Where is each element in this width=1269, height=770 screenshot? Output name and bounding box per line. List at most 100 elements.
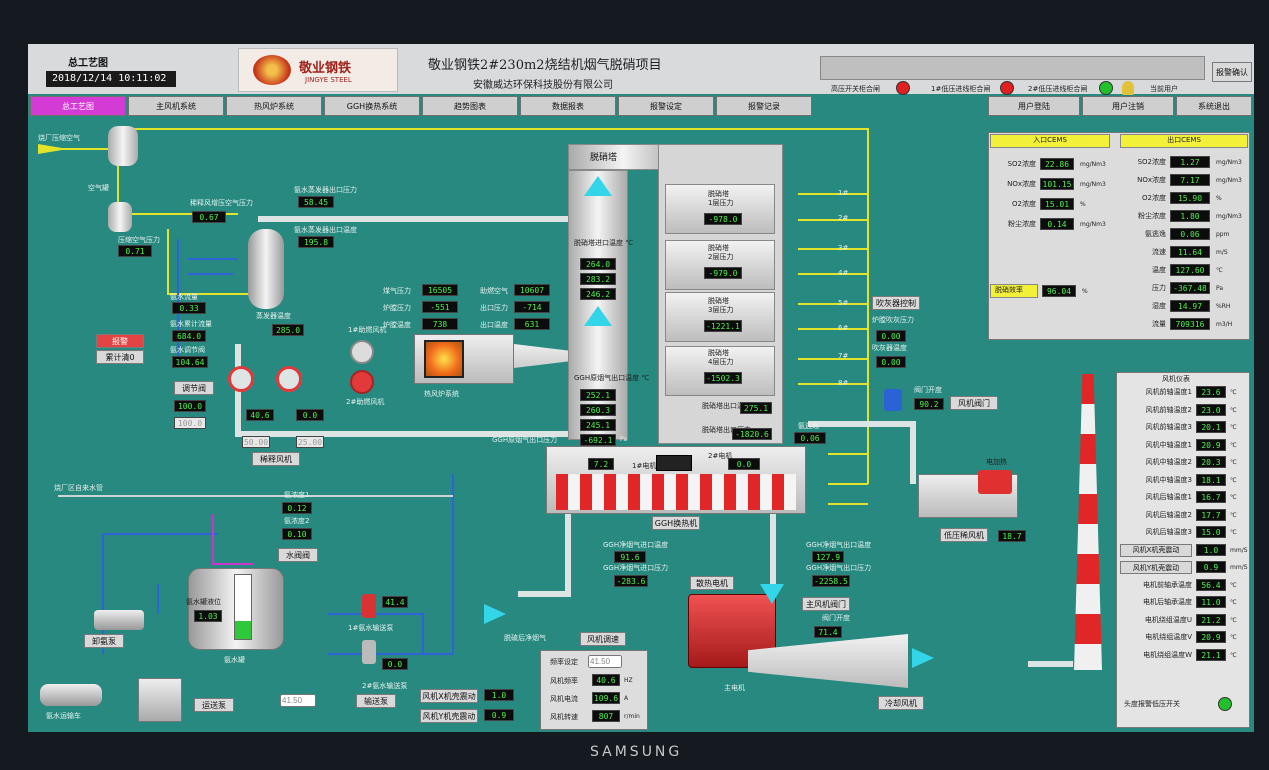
ammonia-conc-2-value: 0.10 bbox=[282, 528, 312, 540]
ggh-raw-out-press-unit: Pa bbox=[620, 436, 628, 443]
pump-1-value: 41.4 bbox=[382, 596, 408, 608]
outlet-pressure-label: 出口压力 bbox=[480, 304, 508, 312]
tab-alarm-log[interactable]: 报警记录 bbox=[716, 96, 812, 116]
fan-row-value: 23.6 bbox=[1196, 386, 1226, 398]
port-6: 6# bbox=[838, 324, 849, 332]
fan-row-label: 风机前轴温度2 bbox=[1145, 405, 1192, 414]
tab-trend[interactable]: 趋势图表 bbox=[422, 96, 518, 116]
delivery-pump-button[interactable]: 运送泵 bbox=[194, 698, 234, 712]
outlet-row-value: 7.17 bbox=[1170, 174, 1210, 186]
down-arrow-icon bbox=[760, 584, 784, 604]
x-vib-value: 1.0 bbox=[484, 689, 514, 701]
tower-up-arrow-icon bbox=[584, 176, 612, 196]
port-5: 5# bbox=[838, 299, 849, 307]
outlet-row-unit: ppm bbox=[1216, 231, 1230, 238]
control-valve-button[interactable]: 调节阀 bbox=[174, 381, 214, 395]
furnace-temp-value: 738 bbox=[422, 318, 458, 330]
tab-report[interactable]: 数据报表 bbox=[520, 96, 616, 116]
ggh-machine-button[interactable]: GGH换热机 bbox=[652, 516, 700, 530]
fan-vibration-button[interactable]: 风机Y机壳震动 bbox=[1120, 561, 1192, 574]
ggh-value-2: 0.0 bbox=[728, 458, 760, 470]
tower-inlet-temp-1: 264.0 bbox=[580, 258, 616, 270]
unload-pump-button[interactable]: 卸氨泵 bbox=[84, 634, 124, 648]
pump-1-label: 1#氨水输送泵 bbox=[348, 624, 394, 632]
pump-2-label: 2#氨水输送泵 bbox=[362, 682, 408, 690]
outlet-cems-header: 出口CEMS bbox=[1120, 134, 1248, 148]
ammonia-valve-value: 104.64 bbox=[172, 356, 208, 368]
x-vib-button[interactable]: 风机X机壳震动 bbox=[420, 689, 478, 703]
user-logout-button[interactable]: 用户注销 bbox=[1082, 96, 1174, 116]
alarm-button[interactable]: 报警 bbox=[96, 334, 144, 348]
reset-total-button[interactable]: 累计清0 bbox=[96, 350, 144, 364]
furnace-pressure-label: 炉膛压力 bbox=[383, 304, 411, 312]
fan-speed-control-button[interactable]: 风机调速 bbox=[580, 632, 626, 646]
ammonia-tank-label: 氨水罐 bbox=[224, 656, 245, 664]
port-4: 4# bbox=[838, 269, 849, 277]
compressed-air-pressure-value: 0.71 bbox=[118, 245, 152, 257]
status-indicator-lv2 bbox=[1099, 81, 1113, 95]
combustion-fan-2-icon bbox=[350, 370, 374, 394]
outlet-arrow-icon bbox=[912, 648, 934, 668]
low-pressure-fan-button[interactable]: 低压稀风机 bbox=[940, 528, 988, 542]
ggh-clean-in-press-label: GGH净烟气进口压力 bbox=[603, 564, 669, 572]
soot-temp-label: 吹灰器温度 bbox=[872, 344, 907, 352]
ggh-value-1: 7.2 bbox=[588, 458, 614, 470]
tab-ggh[interactable]: GGH换热系统 bbox=[324, 96, 420, 116]
clean-gas-arrow-icon bbox=[484, 604, 506, 624]
efficiency-unit: % bbox=[1082, 288, 1088, 295]
fan-speed-value: 807 bbox=[592, 710, 620, 722]
status-label-lv2: 2#低压进线柜合闸 bbox=[1028, 85, 1088, 93]
alarm-confirm-button[interactable]: 报警确认 bbox=[1212, 62, 1252, 82]
cooling-fan-button[interactable]: 冷却风机 bbox=[878, 696, 924, 710]
main-fan-valve-button[interactable]: 主风机阀门 bbox=[802, 597, 850, 611]
project-title: 敬业钢铁2#230m2烧结机烟气脱硝项目 bbox=[428, 58, 662, 73]
combustion-fan-2-label: 2#助燃风机 bbox=[346, 398, 385, 406]
outlet-row-value: 1.27 bbox=[1170, 156, 1210, 168]
y-vib-button[interactable]: 风机Y机壳震动 bbox=[420, 709, 478, 723]
tank-level-label: 氨水罐液位 bbox=[186, 598, 221, 606]
soot-blower-control-button[interactable]: 吹灰器控制 bbox=[872, 296, 920, 310]
ggh-red-white-rotor bbox=[556, 474, 796, 510]
port-3: 3# bbox=[838, 244, 849, 252]
fan-row-label: 风机后轴温度3 bbox=[1145, 528, 1192, 536]
outlet-row-unit: m3/H bbox=[1216, 321, 1233, 328]
tab-alarm-set[interactable]: 报警设定 bbox=[618, 96, 714, 116]
ammonia-evaporator bbox=[248, 229, 284, 309]
dilution-air-pressure-value: 0.67 bbox=[192, 211, 226, 223]
evaporator-out-pressure-label: 氨水蒸发器出口压力 bbox=[294, 186, 357, 194]
system-exit-button[interactable]: 系统退出 bbox=[1176, 96, 1252, 116]
dilution-fan-button[interactable]: 稀释风机 bbox=[252, 452, 300, 466]
water-valve-button[interactable]: 水阀阀 bbox=[278, 548, 318, 562]
fan-row-unit: ℃ bbox=[1230, 581, 1237, 589]
pump-2-icon bbox=[362, 640, 376, 664]
inlet-row-label: O2浓度 bbox=[1012, 200, 1036, 208]
user-login-button[interactable]: 用户登陆 bbox=[988, 96, 1080, 116]
truck-label: 氨水运输车 bbox=[46, 712, 81, 720]
dilution-air-pressure-label: 稀释风增压空气压力 bbox=[190, 199, 253, 207]
fan-row-value: 23.0 bbox=[1196, 403, 1226, 416]
tab-overview[interactable]: 总工艺图 bbox=[30, 96, 126, 116]
fan-row-unit: ℃ bbox=[1230, 634, 1237, 641]
delivery-set-input[interactable] bbox=[280, 694, 316, 707]
tower-mid-arrow-icon bbox=[584, 306, 612, 326]
cooling-motor-button[interactable]: 散热电机 bbox=[690, 576, 734, 590]
fan-row-label: 风机中轴温度1 bbox=[1145, 440, 1192, 449]
low-pressure-fan-value: 18.7 bbox=[998, 530, 1026, 542]
fan-speed-unit: r/min bbox=[624, 713, 640, 720]
delivery-pump-ctrl-button[interactable]: 输送泵 bbox=[356, 694, 396, 708]
fan-row-unit: ℃ bbox=[1230, 529, 1237, 536]
fan-valve-button[interactable]: 风机阀门 bbox=[950, 396, 998, 410]
status-indicator-lv1 bbox=[1000, 81, 1014, 95]
dilution-fan-value-2: 25.00 bbox=[296, 436, 324, 448]
outlet-row-value: 127.60 bbox=[1170, 264, 1210, 276]
fan-vibration-button[interactable]: 风机X机壳震动 bbox=[1120, 543, 1192, 557]
layer-3-pressure: -1221.1 bbox=[704, 320, 742, 332]
outlet-row-label: 温度 bbox=[1152, 266, 1166, 274]
fan-freq-label: 风机频率 bbox=[550, 677, 578, 685]
freq-set-input[interactable] bbox=[588, 655, 622, 668]
tab-main-fan[interactable]: 主风机系统 bbox=[128, 96, 224, 116]
tab-hot-blast[interactable]: 热风炉系统 bbox=[226, 96, 322, 116]
tower-layer-1 bbox=[665, 184, 775, 234]
dilution-fan-1-icon bbox=[228, 366, 254, 392]
soot-pressure-value: 0.00 bbox=[876, 330, 906, 342]
